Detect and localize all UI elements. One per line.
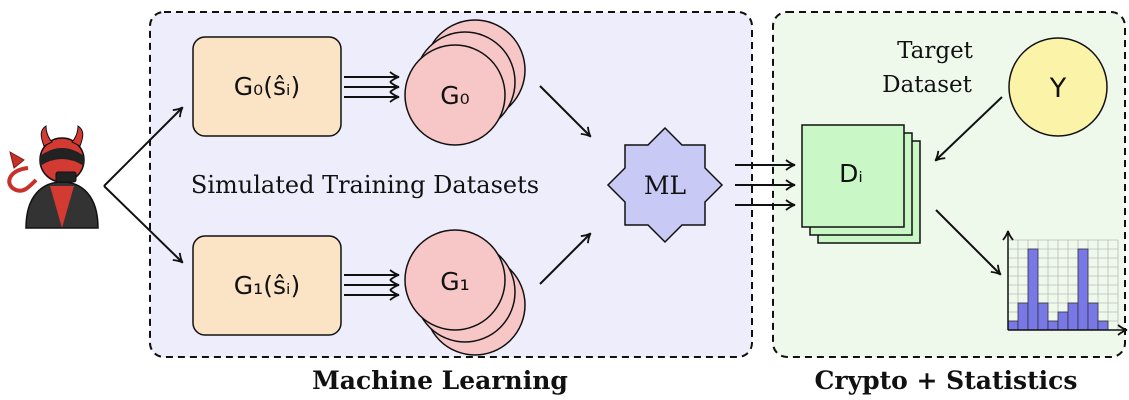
histogram-bar: [1027, 248, 1039, 331]
histogram-chart: [1002, 230, 1128, 336]
histogram-bar: [1067, 302, 1079, 331]
g1-sample-stack: [404, 229, 526, 356]
triple-arrow-g0: [344, 71, 400, 103]
dataset-label: Dᵢ: [839, 159, 863, 188]
triple-arrow-ml-to-dataset: [735, 159, 796, 211]
target-label-line2: Dataset: [882, 72, 973, 98]
g0-generator-box: [192, 36, 342, 137]
arrow-y-to-dataset: [934, 96, 1003, 162]
histogram-bar: [1017, 302, 1029, 331]
histogram-bar: [1037, 302, 1049, 331]
arrow-g0-to-ml: [539, 85, 592, 138]
crypto-panel-caption: Crypto + Statistics: [815, 366, 1078, 395]
triple-arrow-g1: [344, 269, 400, 301]
target-y-node: [1008, 37, 1108, 137]
arrow-avatar-to-g0: [103, 106, 184, 187]
histogram-bar: [1047, 320, 1059, 331]
histogram-bar: [1087, 302, 1099, 331]
histogram-bar: [1007, 320, 1019, 331]
g0-sample-stack: [404, 19, 526, 146]
devil-avatar-icon: [7, 125, 99, 229]
arrow-avatar-to-g1: [103, 185, 184, 264]
dataset-stack: [801, 124, 921, 244]
histogram-bar: [1077, 248, 1089, 331]
g1-sample-label: G₁: [440, 267, 469, 296]
target-label-line1: Target: [897, 38, 974, 64]
g1-generator-box: [192, 235, 342, 336]
g0-generator-label: G₀(ŝᵢ): [234, 72, 300, 101]
g1-generator-label: G₁(ŝᵢ): [234, 271, 300, 300]
ml-panel-caption: Machine Learning: [312, 366, 568, 395]
histogram-bar: [1057, 311, 1069, 331]
g0-sample-label: G₀: [440, 81, 469, 110]
histogram-bar: [1097, 320, 1109, 331]
simulated-datasets-label: Simulated Training Datasets: [191, 171, 539, 199]
arrow-dataset-to-histogram: [935, 209, 1002, 276]
target-y-label: Y: [1049, 73, 1067, 104]
ml-node-star: [606, 126, 724, 244]
ml-node-label: ML: [644, 171, 686, 200]
arrow-g1-to-ml: [539, 232, 592, 285]
